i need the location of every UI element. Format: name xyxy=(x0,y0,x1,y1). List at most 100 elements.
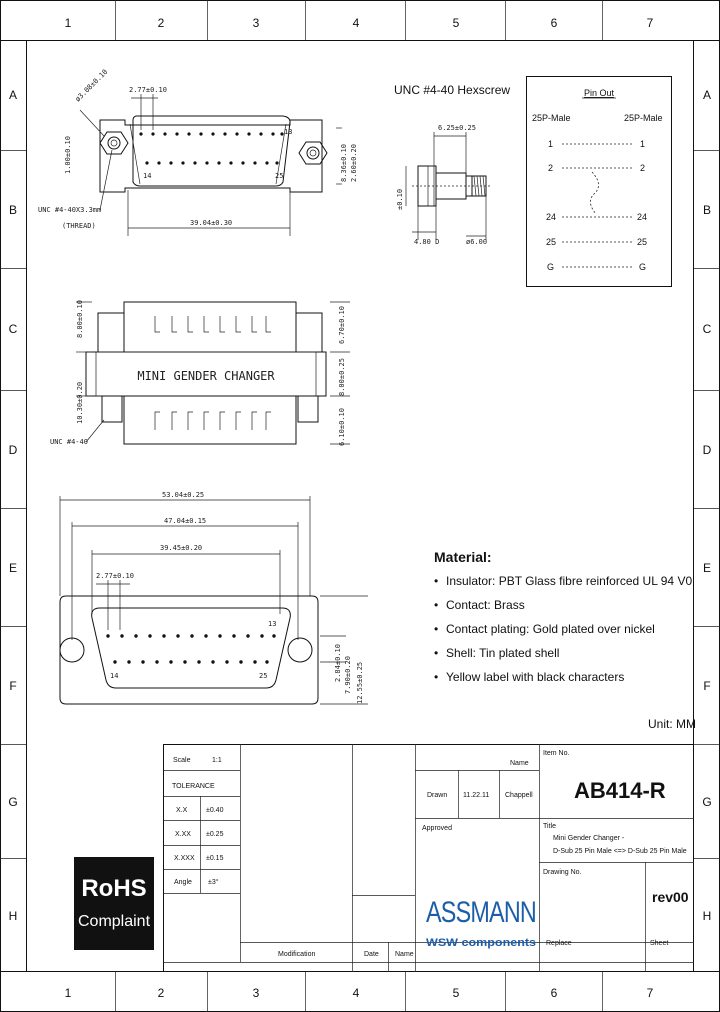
dim-body-width: 39.04±0.30 xyxy=(190,219,232,227)
pinout-frame xyxy=(526,76,672,287)
row-label-right: C xyxy=(703,322,712,336)
row-label-left: B xyxy=(9,203,17,217)
pin-number: 25 xyxy=(275,172,283,180)
dim-pin-pitch: 2.77±0.10 xyxy=(129,86,167,94)
hex-nut-right-icon xyxy=(298,141,328,165)
drawn-label: Drawn xyxy=(427,792,447,799)
dim-thread-note-1: UNC #4-40X3.3mm xyxy=(38,206,101,214)
dim-side-right-top: 6.70±0.10 xyxy=(338,306,346,344)
bullet-icon: • xyxy=(434,622,438,636)
col-label-bottom: 5 xyxy=(453,986,460,1000)
side-view-contacts-top xyxy=(154,316,271,333)
col-label-bottom: 7 xyxy=(647,986,654,1000)
col-label-top: 7 xyxy=(647,16,654,30)
row-label-right: A xyxy=(703,88,711,102)
assmann-logo-subtext: WSW components xyxy=(426,937,536,949)
pinout-right-header: 25P-Male xyxy=(624,113,663,123)
side-view-top-shell xyxy=(123,301,297,353)
replace-label: Replace xyxy=(546,940,572,947)
row-label-right: H xyxy=(703,909,712,923)
approved-label: Approved xyxy=(422,825,452,832)
pinout-left-pin: 24 xyxy=(546,212,556,222)
dim-height-right-2: 2.60±0.20 xyxy=(350,144,358,182)
front-view-pin-row-2 xyxy=(113,660,269,664)
col-label-bottom: 1 xyxy=(65,986,72,1000)
material-heading: Material: xyxy=(434,549,492,565)
top-view: 13 14 25 2.77±0.10 39.04±0.30 1.00±0.10 … xyxy=(38,68,358,236)
sheet-label: Sheet xyxy=(650,940,668,947)
revision: rev00 xyxy=(652,889,689,905)
assmann-logo xyxy=(424,888,536,936)
side-view-label: MINI GENDER CHANGER xyxy=(137,369,275,383)
col-label-top: 4 xyxy=(353,16,360,30)
col-label-top: 5 xyxy=(453,16,460,30)
material-item: Shell: Tin plated shell xyxy=(446,646,559,660)
row-label-left: H xyxy=(9,909,18,923)
bullet-icon: • xyxy=(434,646,438,660)
tolerance-value: ±0.40 xyxy=(206,807,224,814)
dim-height-left: 1.00±0.10 xyxy=(64,136,72,174)
bullet-icon: • xyxy=(434,574,438,588)
tolerance-value: ±0.15 xyxy=(206,855,224,862)
inner-border xyxy=(26,40,694,972)
material-item: Insulator: PBT Glass fibre reinforced UL… xyxy=(446,574,692,588)
row-label-left: E xyxy=(9,561,17,575)
name-label-2: Name xyxy=(395,951,414,958)
pinout-left-pin: 1 xyxy=(548,139,553,149)
rohs-title: RoHS xyxy=(81,875,146,902)
col-label-bottom: 4 xyxy=(353,986,360,1000)
drawn-name: Chappell xyxy=(505,792,533,799)
unit-note: Unit: MM xyxy=(648,717,696,731)
hexscrew-dim-b: 4.80 D xyxy=(414,238,439,246)
bullet-icon: • xyxy=(434,670,438,684)
title-line-2: D-Sub 25 Pin Male <=> D-Sub 25 Pin Male xyxy=(553,848,687,855)
modification-label: Modification xyxy=(278,951,315,958)
dim-thread-note-2: (THREAD) xyxy=(62,222,96,230)
title-label: Title xyxy=(543,823,556,830)
pin-number: 14 xyxy=(110,672,118,680)
dim-front-r2: 7.90±0.20 xyxy=(344,656,352,694)
tolerance-value: ±0.25 xyxy=(206,831,224,838)
row-label-left: A xyxy=(9,88,17,102)
dim-overall-width: 53.04±0.25 xyxy=(162,491,204,499)
pin-number: 25 xyxy=(259,672,267,680)
dim-side-right-bot: 6.10±0.10 xyxy=(338,408,346,446)
mount-hole-left-icon xyxy=(59,637,85,663)
pinout-right-pin: G xyxy=(639,262,646,272)
dim-side-mid: 10.30±0.20 xyxy=(76,382,84,424)
row-dividers xyxy=(0,150,720,859)
drawing-no-label: Drawing No. xyxy=(543,869,582,876)
side-view: MINI GENDER CHANGER 8.00±0.10 10.30±0.20… xyxy=(50,300,350,446)
col-label-top: 2 xyxy=(158,16,165,30)
item-number: AB414-R xyxy=(574,778,666,803)
hexscrew-dim-c: ø6.00 xyxy=(466,238,487,246)
col-label-bottom: 6 xyxy=(551,986,558,1000)
pinout-table: Pin Out 25P-Male 25P-Male 1 1 2 2 24 24 … xyxy=(526,76,672,287)
top-view-pin-row-2 xyxy=(145,161,279,165)
hexscrew-title: UNC #4-40 Hexscrew xyxy=(394,83,510,97)
row-label-right: F xyxy=(703,679,710,693)
tolerance-key: X.XXX xyxy=(174,855,195,862)
scale-value: 1:1 xyxy=(212,757,222,764)
material-item: Contact plating: Gold plated over nickel xyxy=(446,622,655,636)
col-label-top: 6 xyxy=(551,16,558,30)
dim-hole-diameter: ø3.08±0.10 xyxy=(74,68,109,103)
title-line-1: Mini Gender Changer - xyxy=(553,835,625,842)
scale-label: Scale xyxy=(173,757,191,764)
dim-height-right-1: 8.36±0.10 xyxy=(340,144,348,182)
title-block: Scale 1:1 TOLERANCE X.X ±0.40 X.XX ±0.25… xyxy=(163,744,694,972)
col-label-top: 1 xyxy=(65,16,72,30)
row-label-left: F xyxy=(9,679,16,693)
pinout-left-header: 25P-Male xyxy=(532,113,571,123)
row-label-left: C xyxy=(9,322,18,336)
pinout-left-pin: G xyxy=(547,262,554,272)
rohs-subtitle: Complaint xyxy=(78,913,151,930)
date-label: Date xyxy=(364,951,379,958)
front-view-pin-row-1 xyxy=(106,634,276,638)
material-item: Yellow label with black characters xyxy=(446,670,624,684)
pinout-left-pin: 2 xyxy=(548,163,553,173)
col-label-bottom: 2 xyxy=(158,986,165,1000)
front-view-shell xyxy=(91,607,291,689)
row-label-right: D xyxy=(703,443,712,457)
